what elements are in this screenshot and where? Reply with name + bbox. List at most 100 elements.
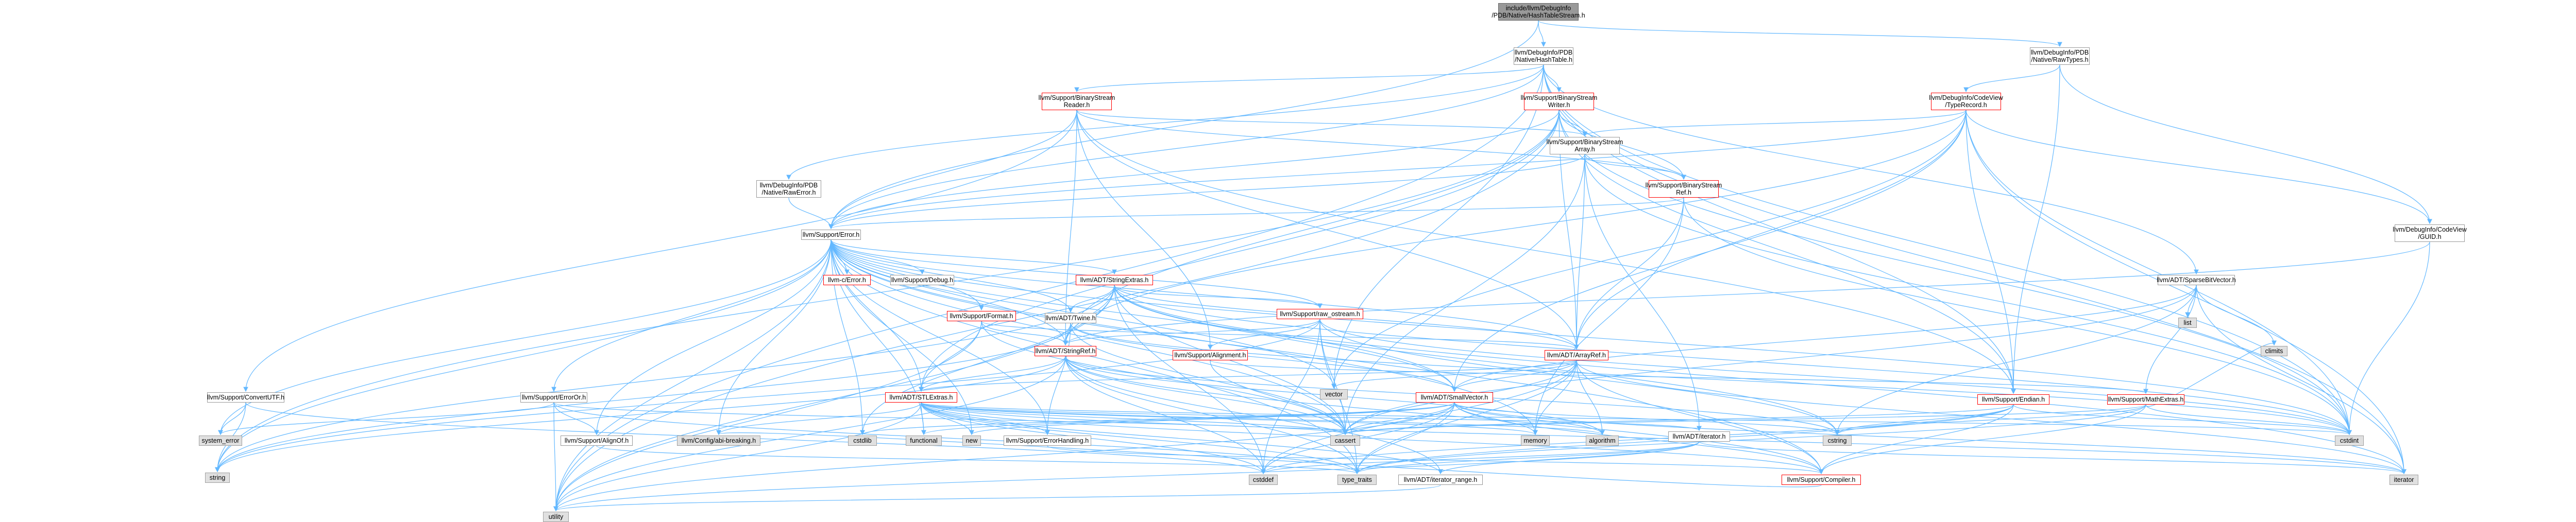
node-memory[interactable]: memory bbox=[1521, 436, 1550, 446]
edge-bsref-to-aref bbox=[1574, 197, 1684, 350]
edge-stlext-to-cstdint bbox=[921, 402, 2351, 436]
edge-se-to-utility bbox=[553, 285, 1115, 512]
edge-err-to-new bbox=[831, 239, 974, 436]
edge-nht-to-utility bbox=[553, 64, 1544, 512]
node-iterrange[interactable]: llvm/ADT/iterator_range.h bbox=[1398, 475, 1483, 485]
edge-smv-to-tt bbox=[1354, 402, 1455, 475]
edge-bsa-to-cstdint bbox=[1584, 154, 2352, 436]
node-err[interactable]: llvm/Support/Error.h bbox=[801, 230, 861, 240]
edge-stlext-to-memory bbox=[921, 402, 1538, 436]
node-cu[interactable]: llvm/Support/ConvertUTF.h bbox=[207, 392, 284, 403]
edge-endian-to-compiler bbox=[1819, 404, 2014, 475]
edge-smv-to-cstring bbox=[1454, 402, 1840, 436]
node-bsa[interactable]: llvm/Support/BinaryStream Array.h bbox=[1547, 137, 1623, 154]
edge-cvtr-to-smv bbox=[1452, 110, 1967, 392]
node-dbg[interactable]: llvm/Support/Debug.h bbox=[890, 275, 954, 285]
edge-se-to-ros bbox=[1114, 285, 1323, 309]
node-aref[interactable]: llvm/ADT/ArrayRef.h bbox=[1545, 350, 1608, 360]
node-smv[interactable]: llvm/ADT/SmallVector.h bbox=[1416, 392, 1493, 403]
node-string[interactable]: string bbox=[205, 473, 230, 483]
edge-err-to-erroror bbox=[551, 239, 832, 392]
node-cstring[interactable]: cstring bbox=[1823, 436, 1852, 446]
node-cstdint[interactable]: cstdint bbox=[2335, 436, 2364, 446]
node-erroror[interactable]: llvm/Support/ErrorOr.h bbox=[520, 392, 587, 403]
node-sref[interactable]: llvm/ADT/StringRef.h bbox=[1035, 346, 1096, 356]
edge-bsw-to-cstdint bbox=[1558, 110, 2352, 436]
edge-ros-to-cstdint bbox=[1319, 319, 2352, 436]
node-root[interactable]: include/llvm/DebugInfo /PDB/Native/HashT… bbox=[1492, 3, 1585, 21]
edge-bsw-to-sref bbox=[1063, 110, 1560, 346]
edge-smv-to-utility bbox=[553, 402, 1455, 512]
node-fmt[interactable]: llvm/Support/Format.h bbox=[947, 311, 1016, 321]
edge-cvtr-to-cstdint bbox=[1965, 110, 2352, 436]
node-twine[interactable]: llvm/ADT/Twine.h bbox=[1045, 313, 1096, 323]
edge-cvtr-to-bsa bbox=[1582, 110, 1967, 137]
edge-root-to-nrt bbox=[1538, 20, 2062, 47]
edge-sbv-to-mext bbox=[2143, 285, 2197, 394]
node-bsref[interactable]: llvm/Support/BinaryStream Ref.h bbox=[1646, 180, 1722, 198]
edge-nrt-to-cvtr bbox=[1963, 64, 2060, 93]
edge-fmt-to-sref bbox=[981, 321, 1068, 346]
node-nrt[interactable]: llvm/DebugInfo/PDB /Native/RawTypes.h bbox=[2030, 47, 2090, 65]
node-cstddef[interactable]: cstddef bbox=[1249, 475, 1278, 485]
edge-nht-to-endian bbox=[1543, 64, 2016, 394]
edge-fmt-to-aref bbox=[981, 321, 1579, 350]
node-cfg[interactable]: llvm/Config/abi-breaking.h bbox=[677, 436, 760, 446]
node-iterator[interactable]: iterator bbox=[2389, 475, 2418, 485]
node-list[interactable]: list bbox=[2178, 318, 2197, 328]
edge-sbv-to-climits bbox=[2196, 285, 2277, 346]
edge-ros-to-sref bbox=[1063, 319, 1320, 346]
node-new[interactable]: new bbox=[962, 436, 981, 446]
edge-mext-to-cstring bbox=[1835, 404, 2146, 436]
edge-cvtr-to-sref bbox=[1063, 110, 1967, 346]
node-stlext[interactable]: llvm/ADT/STLExtras.h bbox=[885, 392, 957, 403]
edge-se-to-cstdint bbox=[1114, 285, 2352, 436]
edge-sref-to-string bbox=[215, 356, 1066, 473]
node-cerr[interactable]: llvm-c/Error.h bbox=[823, 275, 871, 285]
node-endian[interactable]: llvm/Support/Endian.h bbox=[1977, 394, 2049, 405]
edge-iter-to-iterator bbox=[1699, 441, 2406, 475]
node-cvtr[interactable]: llvm/DebugInfo/CodeView /TypeRecord.h bbox=[1929, 93, 2003, 110]
edge-stlext-to-cfg bbox=[716, 402, 922, 436]
edge-smv-to-iterator bbox=[1454, 402, 2406, 475]
node-cassert[interactable]: cassert bbox=[1330, 436, 1360, 446]
edge-guid-to-sref bbox=[1063, 241, 2430, 346]
edge-endian-to-cstring bbox=[1835, 404, 2014, 436]
edge-alignof-to-tt bbox=[596, 445, 1360, 475]
node-bsr[interactable]: llvm/Support/BinaryStream Reader.h bbox=[1039, 93, 1115, 110]
edge-nre-to-err bbox=[788, 197, 834, 230]
edge-cvtr-to-endian bbox=[1965, 110, 2016, 394]
node-mext[interactable]: llvm/Support/MathExtras.h bbox=[2107, 394, 2184, 405]
edge-aref-to-stlext bbox=[919, 360, 1577, 392]
node-climits[interactable]: climits bbox=[2261, 346, 2287, 356]
node-ros[interactable]: llvm/Support/raw_ostream.h bbox=[1277, 309, 1363, 319]
node-algorithm[interactable]: algorithm bbox=[1586, 436, 1619, 446]
node-nre[interactable]: llvm/DebugInfo/PDB /Native/RawError.h bbox=[756, 180, 821, 198]
node-guid[interactable]: llvm/DebugInfo/CodeView /GUID.h bbox=[2393, 224, 2467, 242]
edge-endian-to-cstddef bbox=[1261, 404, 2014, 475]
edge-erroror-to-syserr bbox=[218, 402, 554, 436]
node-tt[interactable]: type_traits bbox=[1337, 475, 1377, 485]
edge-aref-to-compiler bbox=[1576, 360, 1824, 475]
node-se[interactable]: llvm/ADT/StringExtras.h bbox=[1076, 275, 1153, 285]
node-bsw[interactable]: llvm/Support/BinaryStream Writer.h bbox=[1521, 93, 1597, 110]
node-compiler[interactable]: llvm/Support/Compiler.h bbox=[1782, 475, 1861, 485]
node-nht[interactable]: llvm/DebugInfo/PDB /Native/HashTable.h bbox=[1514, 47, 1573, 65]
node-algn[interactable]: llvm/Support/Alignment.h bbox=[1173, 350, 1248, 360]
node-functional[interactable]: functional bbox=[906, 436, 942, 446]
node-utility[interactable]: utility bbox=[543, 512, 569, 522]
edge-bsref-to-err bbox=[828, 197, 1684, 230]
node-iter[interactable]: llvm/ADT/iterator.h bbox=[1668, 431, 1730, 442]
edge-fmt-to-stlext bbox=[919, 321, 982, 392]
edge-eh-to-compiler bbox=[1047, 445, 1824, 475]
node-cstdlib[interactable]: cstdlib bbox=[848, 436, 877, 446]
edge-twine-to-string bbox=[215, 323, 1071, 473]
node-sbv[interactable]: llvm/ADT/SparseBitVector.h bbox=[2157, 275, 2236, 285]
node-eh[interactable]: llvm/Support/ErrorHandling.h bbox=[1004, 436, 1091, 446]
node-syserr[interactable]: system_error bbox=[199, 436, 242, 446]
edge-twine-to-smv bbox=[1070, 323, 1457, 392]
edge-sbv-to-cassert bbox=[1343, 285, 2197, 436]
edge-erroror-to-utility bbox=[553, 402, 558, 512]
node-alignof[interactable]: llvm/Support/AlignOf.h bbox=[561, 436, 633, 446]
node-vector[interactable]: vector bbox=[1320, 389, 1348, 399]
